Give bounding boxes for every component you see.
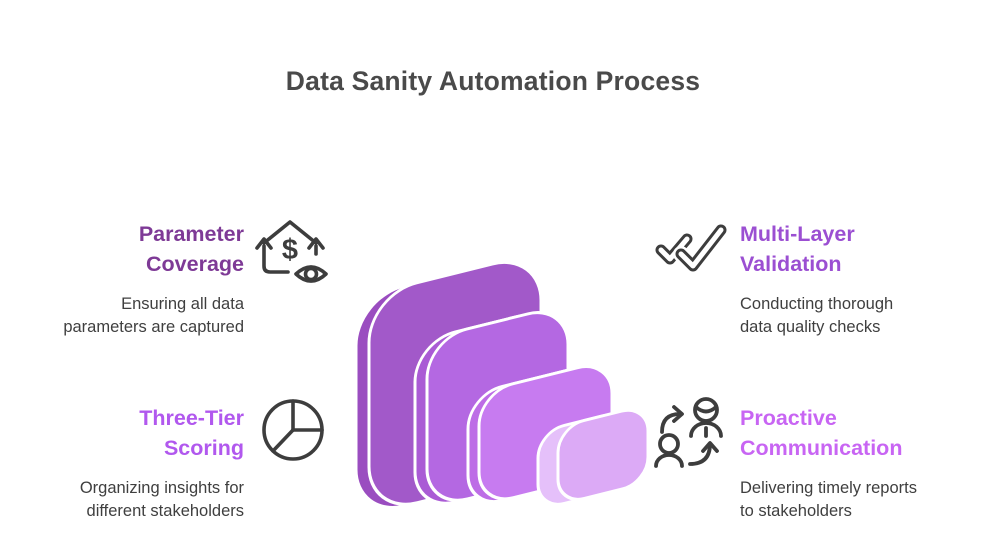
heading-line: Scoring (163, 436, 244, 460)
heading-line: Communication (740, 436, 903, 460)
section-heading: Three-Tier Scoring (20, 403, 244, 463)
pie-chart-icon (258, 395, 328, 470)
heading-line: Multi-Layer (740, 222, 855, 246)
layer-stack-svg (354, 260, 650, 510)
layer-stack-graphic (345, 238, 665, 535)
section-description: Organizing insights for different stakeh… (79, 479, 244, 520)
section-heading: Multi-Layer Validation (740, 219, 975, 279)
svg-text:$: $ (282, 234, 298, 266)
section-proactive-communication: Proactive Communication Delivering timel… (740, 403, 980, 523)
section-description: Delivering timely reports to stakeholder… (740, 479, 917, 520)
section-multi-layer-validation: Multi-Layer Validation Conducting thorou… (740, 219, 975, 339)
section-description: Ensuring all data parameters are capture… (63, 295, 244, 336)
double-check-icon (650, 214, 736, 281)
heading-line: Proactive (740, 406, 837, 430)
section-heading: Proactive Communication (740, 403, 980, 463)
section-description: Conducting thorough data quality checks (740, 295, 894, 336)
heading-line: Parameter (138, 222, 244, 246)
people-exchange-icon (652, 393, 730, 478)
heading-line: Validation (740, 252, 842, 276)
heading-line: Three-Tier (139, 406, 244, 430)
heading-line: Coverage (146, 252, 244, 276)
section-heading: Parameter Coverage (20, 219, 244, 279)
house-dollar-eye-icon: $ (252, 207, 336, 300)
page-title: Data Sanity Automation Process (285, 66, 701, 96)
section-three-tier-scoring: Three-Tier Scoring Organizing insights f… (20, 403, 244, 523)
stack-layer-4 (536, 408, 650, 506)
section-parameter-coverage: Parameter Coverage Ensuring all data par… (20, 219, 244, 339)
